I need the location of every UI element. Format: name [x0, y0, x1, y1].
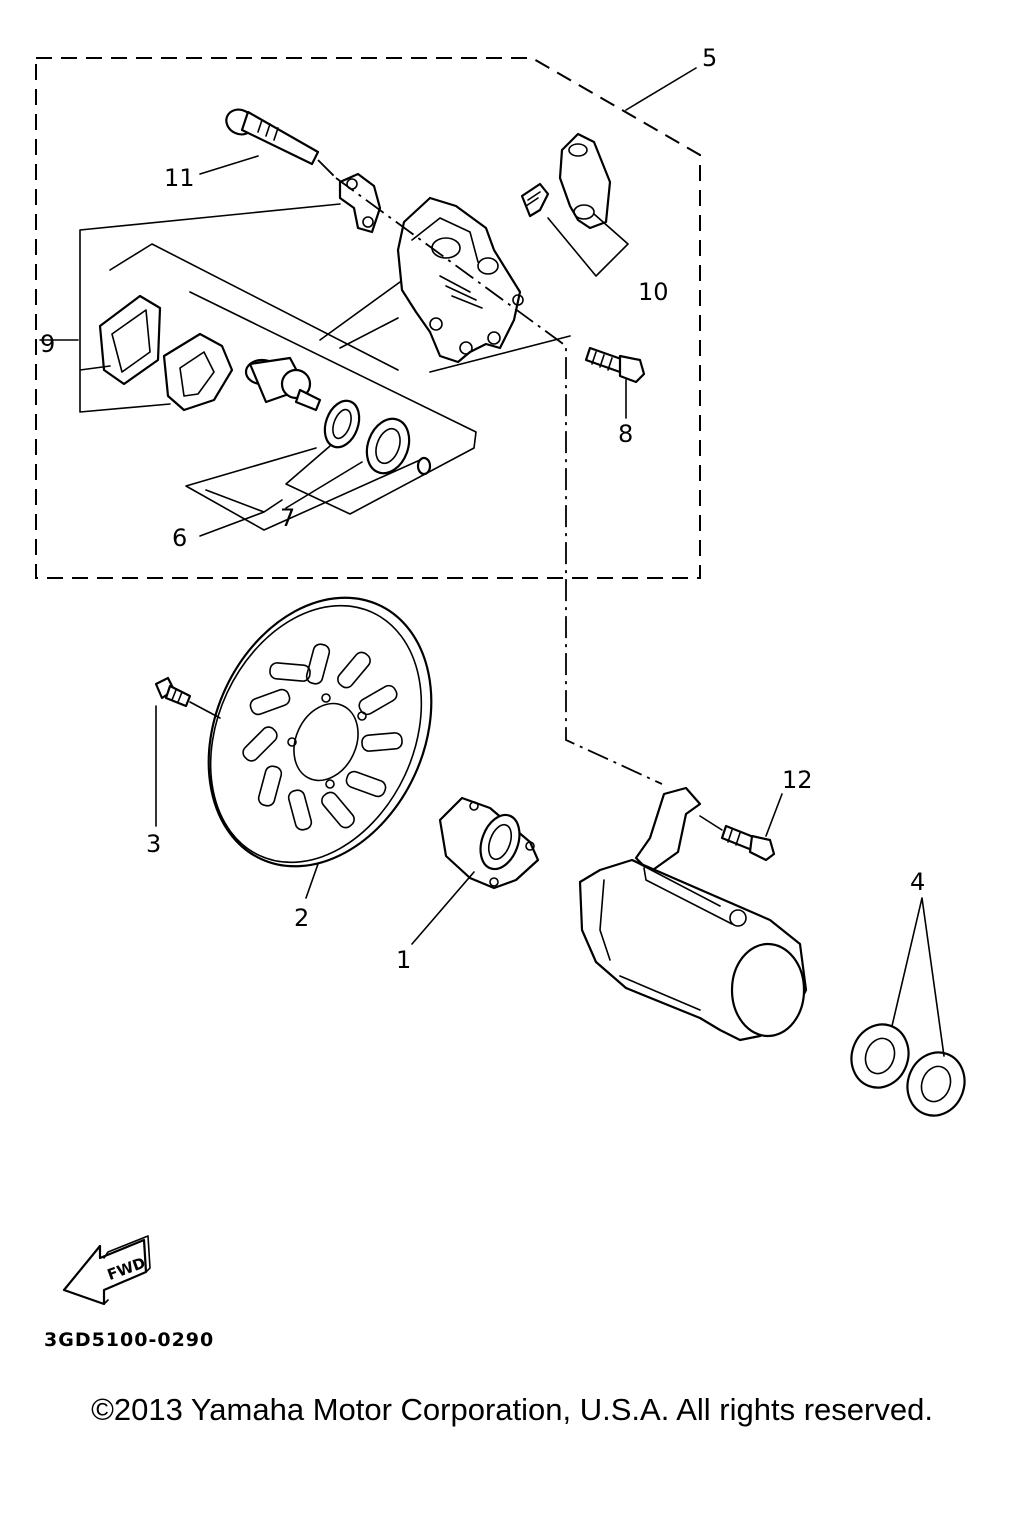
hub-part-1	[438, 796, 540, 890]
copyright-notice: ©2013 Yamaha Motor Corporation, U.S.A. A…	[91, 1392, 933, 1427]
callout-5: 5	[702, 44, 717, 72]
diagram-code: 3GD5100-0290	[44, 1329, 214, 1351]
callout-12: 12	[782, 766, 813, 794]
forward-arrow-icon: FWD	[62, 1235, 151, 1306]
callout-3: 3	[146, 830, 161, 858]
callout-2: 2	[294, 904, 309, 932]
callout-9: 9	[40, 330, 55, 358]
caliper-assembly-boundary	[35, 57, 701, 579]
pin-bolt-part-11	[225, 108, 320, 166]
pad-retainer-clip	[338, 172, 382, 234]
brake-disc-part-2	[207, 596, 433, 868]
locknuts-part-4	[850, 1023, 966, 1117]
callout-7: 7	[280, 504, 295, 532]
caliper-group-lines	[79, 203, 571, 531]
caliper-bracket-axle	[578, 786, 808, 1042]
caliper-piston-part-6	[244, 356, 322, 412]
brake-pads-part-9	[98, 294, 234, 412]
caliper-to-hub-centerline	[317, 159, 663, 785]
callout-6: 6	[172, 524, 187, 552]
callout-1: 1	[396, 946, 411, 974]
caliper-bolt-part-8	[584, 346, 646, 384]
caliper-body	[396, 196, 524, 364]
callout-leader-lines	[39, 67, 945, 1057]
callout-11: 11	[164, 164, 195, 192]
bleeder-screw-and-cap-part-10	[520, 132, 612, 230]
piston-seals-part-7	[323, 399, 432, 476]
bracket-bolt-part-12	[699, 815, 776, 862]
callout-8: 8	[618, 420, 633, 448]
callout-10: 10	[638, 278, 669, 306]
disc-bolt-part-3	[154, 676, 221, 719]
callout-4: 4	[910, 868, 925, 896]
